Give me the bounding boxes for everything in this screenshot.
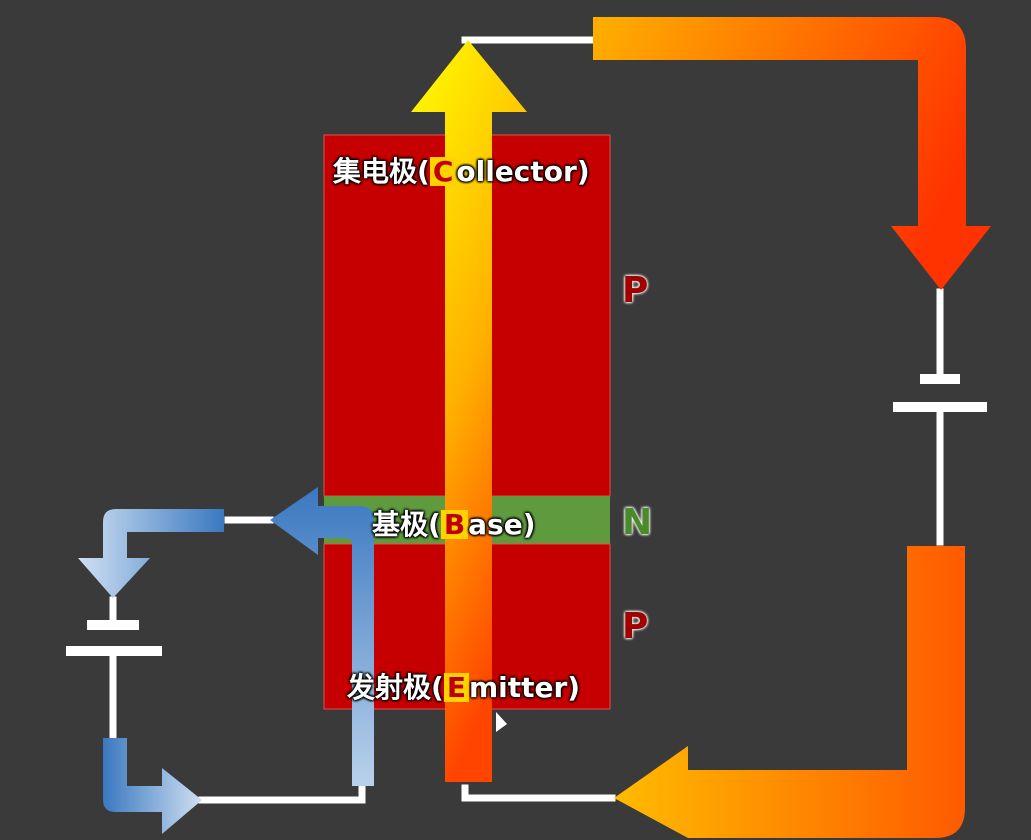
layer-bottom-letter: P — [622, 606, 649, 647]
current-arrow-left-bottom — [103, 738, 202, 834]
battery-left — [66, 620, 162, 656]
base-label-pre: 基极( — [372, 508, 441, 541]
emitter-label-pre: 发射极( — [347, 671, 444, 704]
current-arrow-left-top — [78, 509, 224, 598]
base-highlight-letter: B — [440, 510, 469, 539]
current-arrow-bottom-right — [614, 546, 965, 838]
wire-bottom-left — [198, 778, 366, 804]
emitter-highlight-letter: E — [443, 673, 469, 702]
cursor-icon — [496, 712, 507, 732]
current-arrow-top-right — [593, 17, 991, 290]
layer-top-letter: P — [622, 270, 649, 311]
base-current-arrow — [270, 487, 374, 786]
collector-label-post: ollector) — [456, 155, 590, 188]
collector-highlight-letter: C — [429, 157, 457, 186]
collector-label-pre: 集电极( — [333, 155, 430, 188]
layer-middle-letter: N — [622, 502, 653, 543]
collector-current-arrow — [411, 40, 527, 782]
wire-emitter-bottom — [461, 784, 616, 802]
battery-right — [893, 374, 987, 412]
circuit-wires — [109, 36, 944, 804]
emitter-label-post: mitter) — [468, 671, 581, 704]
base-label-post: ase) — [468, 508, 536, 541]
